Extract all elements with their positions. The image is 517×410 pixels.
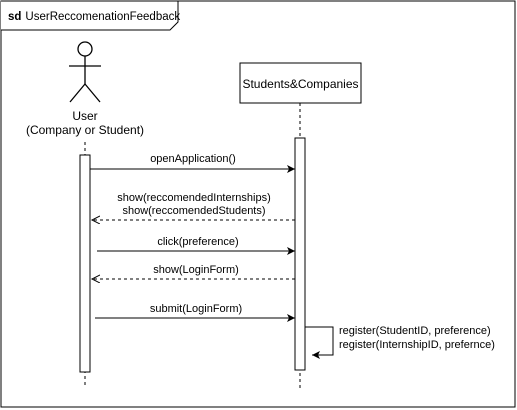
sd-keyword: sd	[8, 11, 21, 23]
sd-name: UserReccomenationFeedback	[25, 11, 180, 23]
message-register-internship-label: register(InternshipID, prefernce)	[339, 339, 495, 351]
actor-leg-left	[69, 83, 86, 103]
actor-user-name: User	[72, 109, 97, 123]
actor-leg-right	[84, 83, 101, 103]
message-show-loginform-label: show(LoginForm)	[153, 264, 239, 276]
message-show-internships-label: show(reccomendedInternships)	[117, 192, 270, 204]
message-show-students-label: show(reccomendedStudents)	[122, 205, 265, 217]
actor-user-subtitle: (Company or Student)	[26, 123, 144, 137]
actor-head	[77, 41, 93, 57]
message-submit-loginform-label: submit(LoginForm)	[150, 303, 242, 315]
message-register-self	[305, 326, 334, 359]
message-open-application-label: openApplication()	[150, 153, 236, 165]
sd-frame-title: sd UserReccomenationFeedback	[8, 11, 180, 23]
message-register-student-label: register(StudentID, preference)	[339, 325, 491, 337]
activation-user	[79, 154, 91, 373]
activation-students-companies	[294, 137, 306, 371]
sd-frame-tab	[1, 0, 179, 31]
message-click-preference-label: click(preference)	[157, 236, 238, 248]
actor-user	[69, 41, 101, 103]
participant-students-companies-label: Students&Companies	[242, 77, 358, 91]
